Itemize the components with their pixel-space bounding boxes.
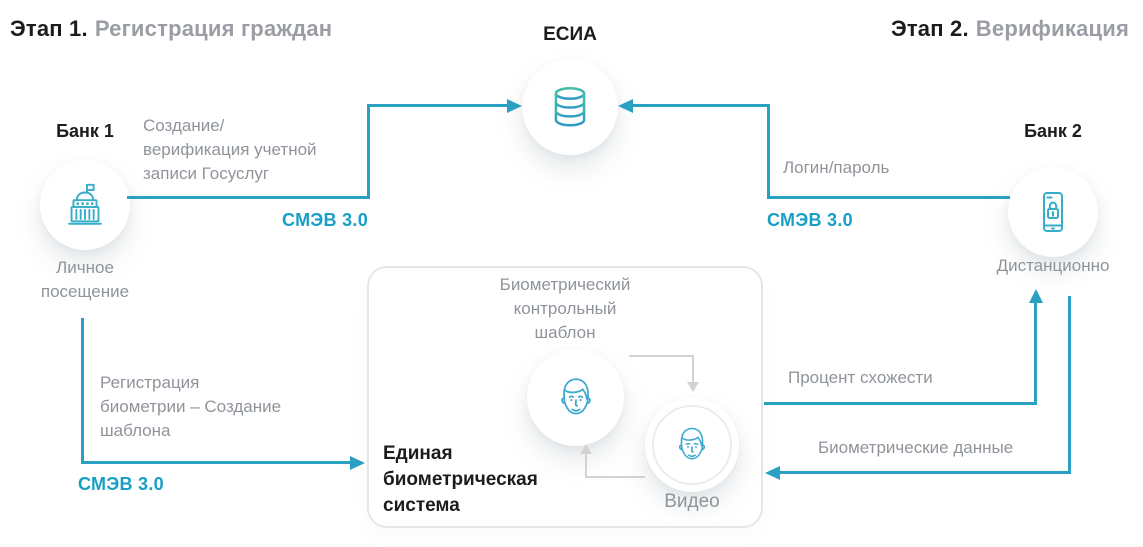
ebs-title: Единая биометрическая система xyxy=(383,443,538,516)
video-to-template-arrowhead xyxy=(580,444,592,454)
face-icon xyxy=(679,427,705,460)
bank2-esia-arrowhead xyxy=(618,98,633,113)
government-building-icon xyxy=(68,183,102,225)
video-face-node xyxy=(645,398,739,492)
similarity-label: Процент схожести xyxy=(788,368,933,387)
bank1-esia-line-vertical xyxy=(367,104,370,199)
bank1-label: Банк 1 xyxy=(56,121,114,141)
template-to-video-line-v xyxy=(692,355,694,382)
database-icon xyxy=(554,87,586,127)
biometric-template-label: Биометрический контрольный шаблон xyxy=(499,275,631,342)
template-to-video-line-h xyxy=(629,355,694,357)
esia-node xyxy=(522,59,618,155)
visit-ebs-line-vertical xyxy=(81,318,84,464)
bank2-remote-label: Дистанционно xyxy=(996,256,1110,275)
esia-label: ЕСИА xyxy=(543,24,597,45)
template-face-node xyxy=(527,349,624,446)
bank1-esia-arrowhead xyxy=(507,98,522,113)
bank1-esia-edge-label: Создание/ верификация учетной записи Гос… xyxy=(143,116,317,183)
visit-ebs-arrowhead xyxy=(350,455,365,470)
biometry-registration-label: Регистрация биометрии – Создание шаблона xyxy=(100,373,282,440)
bank1-node xyxy=(40,160,130,250)
biometric-line-vertical xyxy=(1068,296,1071,474)
template-to-video-arrowhead xyxy=(687,382,699,392)
bank1-esia-protocol: СМЭВ 3.0 xyxy=(282,210,368,230)
bank2-esia-edge-label: Логин/пароль xyxy=(783,158,890,177)
stage2-prefix: Этап 2. xyxy=(890,16,969,41)
stage2-title: Верификация xyxy=(975,16,1129,41)
bank2-esia-line-bottom xyxy=(767,196,1010,199)
bank2-esia-line-top xyxy=(633,104,770,107)
personal-visit-label: Личное посещение xyxy=(40,258,130,301)
video-to-template-line-v xyxy=(585,453,587,478)
face-icon xyxy=(560,377,591,415)
biometric-line-horizontal xyxy=(779,471,1071,474)
bank1-esia-line-top xyxy=(367,104,508,107)
bank2-esia-line-vertical xyxy=(767,104,770,199)
video-to-template-line-h xyxy=(585,476,645,478)
biometric-data-label: Биометрические данные xyxy=(818,438,1014,457)
similarity-line-vertical xyxy=(1034,302,1037,405)
similarity-arrowhead xyxy=(1028,289,1043,303)
bank1-esia-line-bottom xyxy=(127,196,370,199)
bank2-label: Банк 2 xyxy=(1024,121,1082,141)
visit-ebs-line-horizontal xyxy=(81,461,352,464)
visit-ebs-protocol: СМЭВ 3.0 xyxy=(78,474,164,494)
bank2-node xyxy=(1008,167,1098,257)
phone-lock-icon xyxy=(1043,192,1063,232)
video-label: Видео xyxy=(664,491,720,512)
bank2-esia-protocol: СМЭВ 3.0 xyxy=(767,210,853,230)
stage1-prefix: Этап 1. xyxy=(10,16,88,41)
stage2-heading: Этап 2.Верификация xyxy=(891,16,1129,42)
similarity-line-horizontal xyxy=(764,402,1037,405)
stage1-title: Регистрация граждан xyxy=(94,16,333,41)
stage1-heading: Этап 1.Регистрация граждан xyxy=(10,16,332,42)
biometric-arrowhead xyxy=(765,465,780,480)
